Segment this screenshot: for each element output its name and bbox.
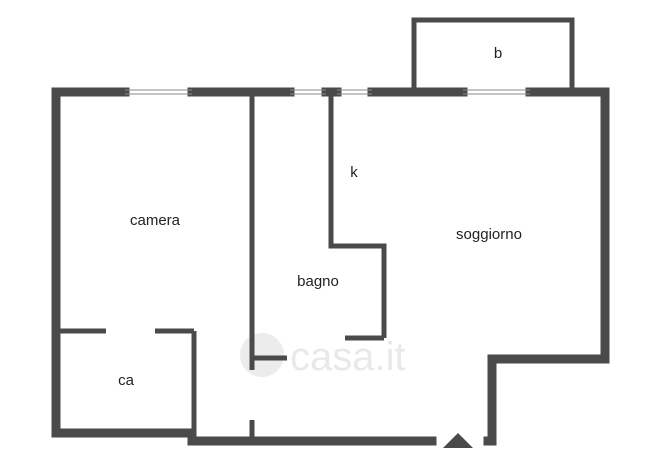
room-label-camera: camera [130,212,181,229]
outer-walls [51,87,610,446]
watermark-logo-icon [240,333,284,377]
interior-walls [56,92,387,441]
windows [125,89,530,95]
balcony-wall [411,17,575,92]
entrance-arrow-icon [443,433,473,448]
room-label-bagno: bagno [297,273,339,290]
balcony [411,17,575,92]
room-label-soggiorno: soggiorno [456,226,522,243]
room-label-kitchen: k [350,164,358,181]
room-label-balcony: b [494,45,502,62]
watermark-text: casa.it [290,335,406,379]
wall-kitchen-bagno [328,92,387,338]
room-label-closet: ca [118,372,135,389]
